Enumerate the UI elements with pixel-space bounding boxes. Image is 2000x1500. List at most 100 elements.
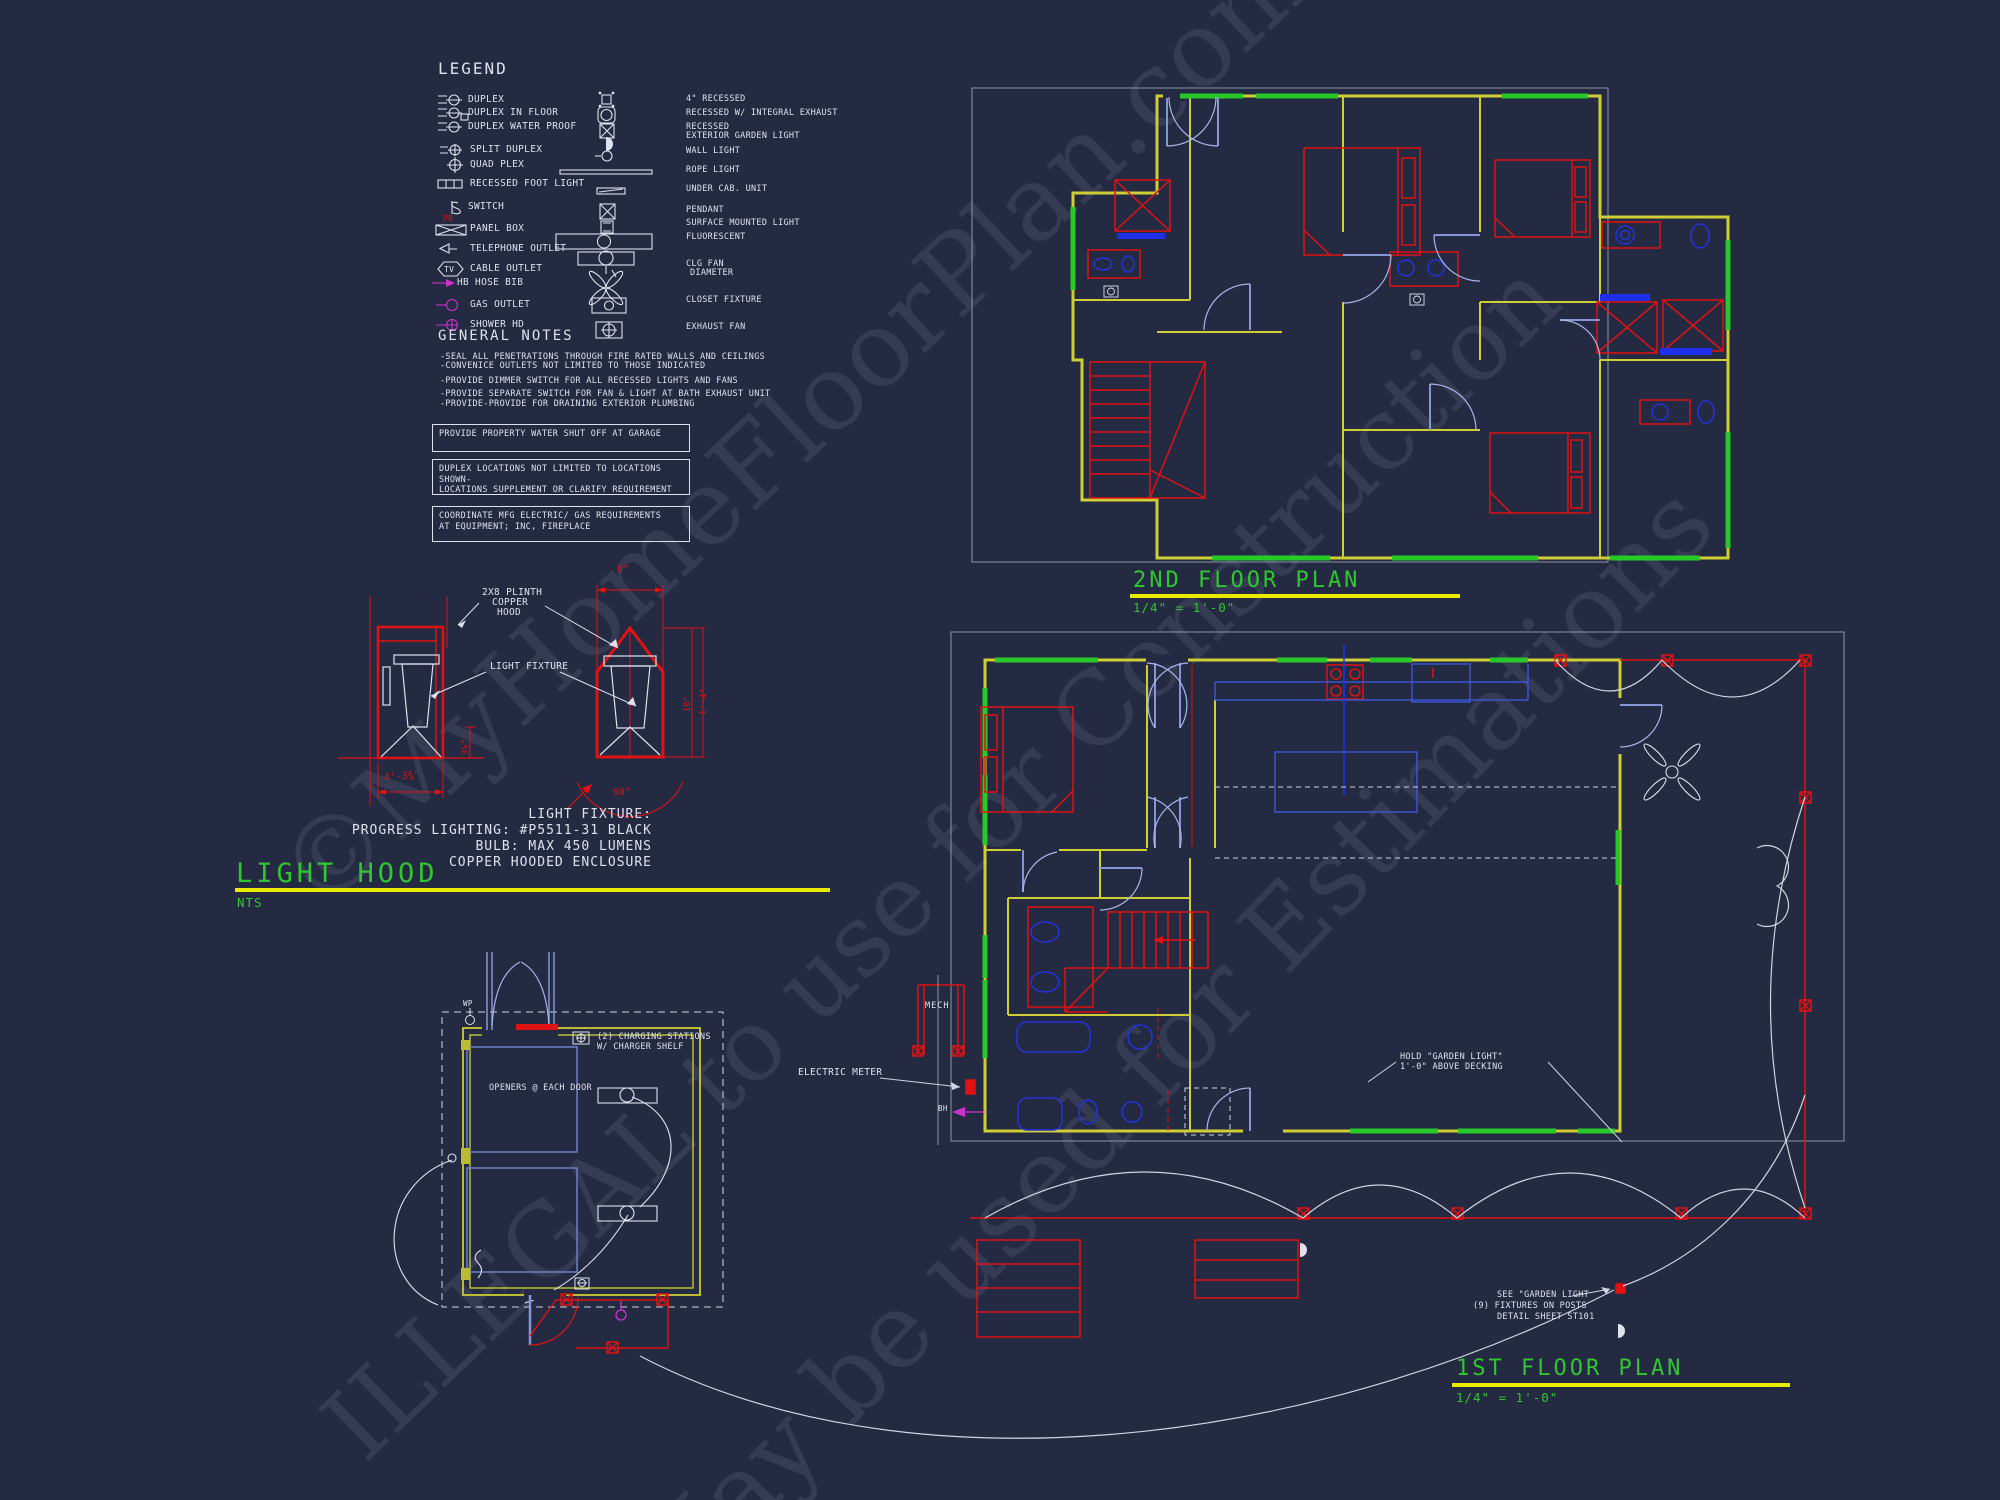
- dim-1ft4: 1'-4": [699, 687, 709, 715]
- light-hood-red: [338, 585, 705, 817]
- spec-line-3: BULB: MAX 450 LUMENS: [475, 839, 652, 854]
- spec-line-1: LIGHT FIXTURE:: [528, 807, 652, 822]
- legend-item-4in-recessed: 4" RECESSED: [686, 94, 746, 104]
- hood-callout-hood: HOOD: [497, 607, 522, 618]
- boxed-note-water-shutoff: PROVIDE PROPERTY WATER SHUT OFF AT GARAG…: [432, 424, 690, 452]
- boxed-note-duplex-locations: DUPLEX LOCATIONS NOT LIMITED TO LOCATION…: [432, 459, 690, 495]
- second-floor-plan: [971, 87, 1731, 563]
- light-hood-underline: [235, 888, 830, 892]
- general-note-4: -PROVIDE SEPARATE SWITCH FOR FAN & LIGHT…: [440, 389, 771, 399]
- spec-line-2: PROGRESS LIGHTING: #P5511-31 BLACK: [351, 823, 652, 838]
- duplex-in-floor-icon: [438, 107, 469, 121]
- garage-drawing: [393, 952, 1615, 1439]
- closet-fixture-icon: [591, 297, 627, 314]
- light-hood-white: [380, 602, 661, 758]
- boxed-note-2-line1: DUPLEX LOCATIONS NOT LIMITED TO LOCATION…: [439, 464, 662, 485]
- plan2-scale: 1/4" = 1'-0": [1133, 600, 1236, 615]
- hold-garden-light-line1: HOLD "GARDEN LIGHT": [1400, 1052, 1503, 1062]
- legend-item-telephone-outlet: TELEPHONE OUTLET: [470, 243, 567, 254]
- legend-item-duplex-water-proof: DUPLEX WATER PROOF: [468, 121, 577, 132]
- legend-item-switch: SWITCH: [468, 201, 505, 212]
- legend-symbols: [432, 91, 653, 339]
- legend-item-duplex: DUPLEX: [468, 94, 505, 105]
- ceiling-fan-plan-icon: [1643, 743, 1701, 801]
- general-note-3: -PROVIDE DIMMER SWITCH FOR ALL RECESSED …: [440, 376, 738, 386]
- exhaust-fan-icon: [595, 321, 623, 339]
- legend-item-clg-fan: CLG FAN: [686, 259, 724, 269]
- legend-title: LEGEND: [438, 59, 508, 78]
- dim-90deg: 90°: [613, 787, 632, 798]
- legend-item-diameter: DIAMETER: [690, 268, 734, 278]
- openers-label: OPENERS @ EACH DOOR: [489, 1083, 592, 1093]
- spec-line-4: COPPER HOODED ENCLOSURE: [448, 855, 652, 870]
- general-note-1: -SEAL ALL PENETRATIONS THROUGH FIRE RATE…: [440, 352, 766, 362]
- plan2-underline: [1130, 594, 1460, 598]
- hood-callout-copper: COPPER: [492, 597, 529, 608]
- legend-item-rope-light: ROPE LIGHT: [686, 165, 741, 175]
- duplex-water-proof-icon: [438, 121, 462, 133]
- boxed-note-1-text: PROVIDE PROPERTY WATER SHUT OFF AT GARAG…: [439, 429, 662, 439]
- garden-note-line1: SEE "GARDEN LIGHT: [1497, 1290, 1590, 1300]
- cable-tag: TV: [444, 265, 455, 274]
- cable-outlet-icon: [437, 261, 464, 277]
- switch-icon: [451, 201, 461, 215]
- legend-item-recessed-foot-light: RECESSED FOOT LIGHT: [470, 178, 585, 189]
- plan1-scale: 1/4" = 1'-0": [1456, 1390, 1559, 1405]
- charger-shelf-label: W/ CHARGER SHELF: [597, 1042, 684, 1052]
- hood-callout-plinth: 2X8 PLINTH: [482, 587, 543, 598]
- hold-garden-light-line2: 1'-0" ABOVE DECKING: [1400, 1062, 1503, 1072]
- plan1-title: 1ST FLOOR PLAN: [1456, 1356, 1684, 1381]
- legend-item-surface-mounted: SURFACE MOUNTED LIGHT: [686, 218, 800, 228]
- legend-item-recessed-exhaust: RECESSED W/ INTEGRAL EXHAUST: [686, 108, 838, 118]
- recessed-foot-light-icon: [437, 179, 463, 189]
- hood-callout-fixture: LIGHT FIXTURE: [490, 661, 569, 672]
- dim-3-18: 3⅛": [461, 738, 471, 755]
- light-hood-title: LIGHT HOOD: [236, 858, 439, 889]
- recessed-4in-icon: [598, 91, 615, 108]
- quad-plex-icon: [447, 157, 463, 173]
- garden-note-line3: DETAIL SHEET ST101: [1497, 1312, 1595, 1322]
- wall-light-icon: [606, 137, 613, 151]
- panel-box-tag: PB: [443, 214, 454, 223]
- boxed-note-3-line2: AT EQUIPMENT; INC, FIREPLACE: [439, 521, 591, 532]
- under-cab-icon: [596, 187, 626, 195]
- legend-item-pendant: PENDANT: [686, 205, 724, 215]
- boxed-note-coordinate-mfg: COORDINATE MFG ELECTRIC/ GAS REQUIREMENT…: [432, 506, 690, 542]
- legend-item-split-duplex: SPLIT DUPLEX: [470, 144, 543, 155]
- dim-10in: 10": [683, 695, 693, 712]
- fixture-spec: LIGHT FIXTURE: PROGRESS LIGHTING: #P5511…: [340, 808, 652, 872]
- light-hood-scale: NTS: [237, 895, 263, 910]
- legend-item-cable-outlet: CABLE OUTLET: [470, 263, 543, 274]
- plan2-title: 2ND FLOOR PLAN: [1133, 568, 1361, 593]
- garden-note-line2: (9) FIXTURES ON POSTS: [1473, 1301, 1587, 1311]
- boxed-note-2-line2: LOCATIONS SUPPLEMENT OR CLARIFY REQUIREM…: [439, 485, 672, 496]
- legend-item-under-cab: UNDER CAB. UNIT: [686, 184, 768, 194]
- hose-bib-icon: [432, 279, 455, 287]
- surface-mounted-icon: [600, 220, 614, 234]
- legend-item-wall-light: WALL LIGHT: [686, 146, 741, 156]
- plan1-underline: [1452, 1383, 1790, 1387]
- mech-label: MECH: [925, 1001, 950, 1011]
- boxed-note-3-line1: COORDINATE MFG ELECTRIC/ GAS REQUIREMENT…: [439, 511, 662, 521]
- gas-outlet-icon: [436, 298, 459, 312]
- legend-item-quad-plex: QUAD PLEX: [470, 159, 525, 170]
- wp-tag: WP: [463, 999, 473, 1008]
- recessed-exhaust-icon: [597, 106, 616, 124]
- split-duplex-icon: [440, 144, 462, 156]
- rope-light-icon: [559, 169, 653, 175]
- legend-item-recessed: RECESSED: [686, 122, 730, 132]
- first-floor-plan: [879, 631, 1845, 1338]
- legend-item-exterior-garden-light: EXTERIOR GARDEN LIGHT: [686, 131, 800, 141]
- fluorescent-icon: [555, 233, 653, 250]
- pendant-icon: [599, 203, 616, 220]
- bh-tag: BH: [938, 1104, 948, 1113]
- legend-item-fluorescent: FLUORESCENT: [686, 232, 746, 242]
- charging-stations-label: (2) CHARGING STATIONS: [597, 1032, 711, 1042]
- sconce-icon: [595, 150, 613, 162]
- telephone-outlet-icon: [438, 243, 457, 254]
- general-note-2: -CONVENICE OUTLETS NOT LIMITED TO THOSE …: [440, 361, 706, 371]
- panel-box-icon: [435, 224, 467, 236]
- legend-item-shower-hd: SHOWER HD: [470, 319, 525, 330]
